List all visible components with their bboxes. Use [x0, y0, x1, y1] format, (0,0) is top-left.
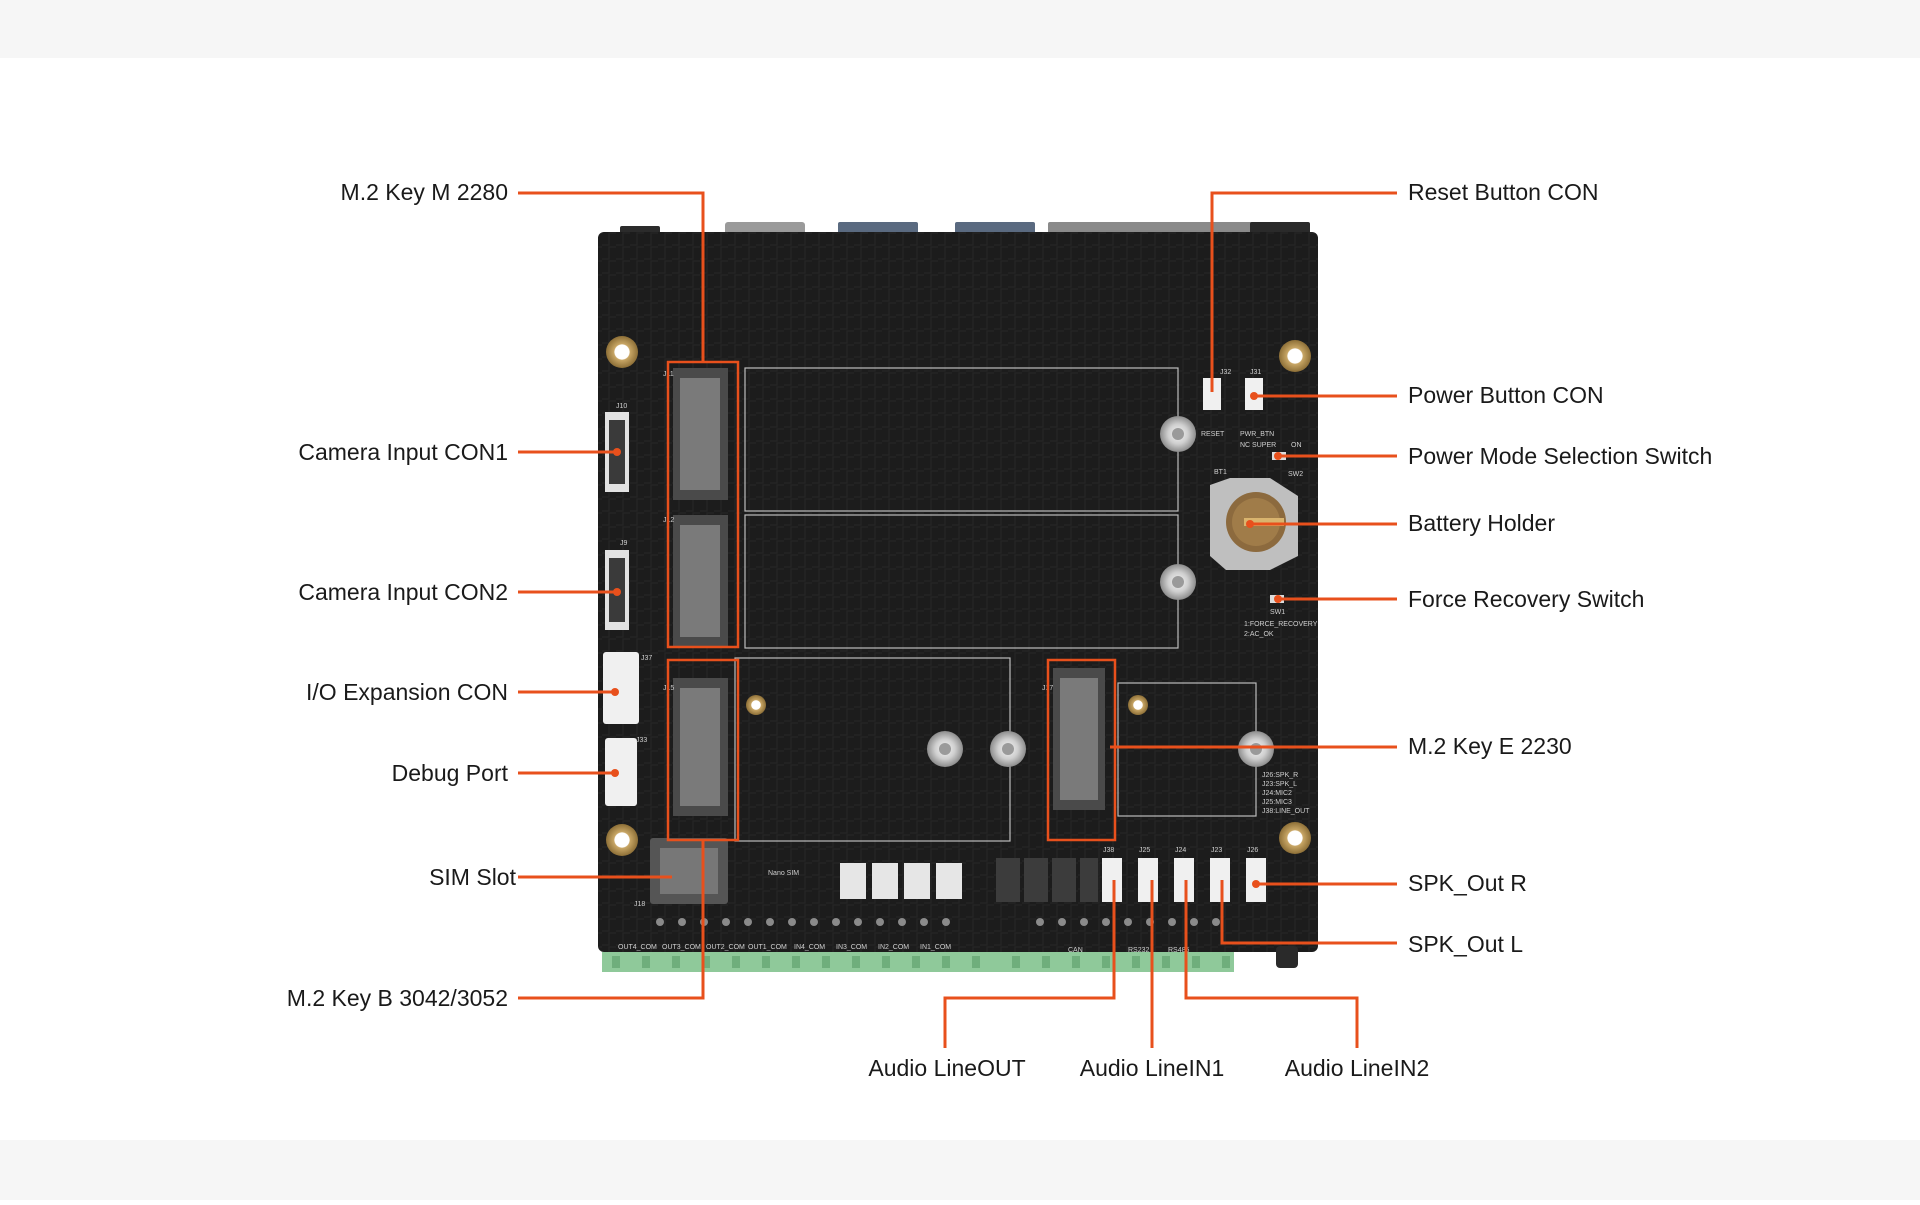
highlight-m2-key-e	[1046, 658, 1117, 842]
label-reset-button: Reset Button CON	[1408, 179, 1598, 205]
silk-j10: J10	[616, 403, 627, 410]
silk-pwr-btn: PWR_BTN	[1240, 431, 1274, 438]
silk-j23: J23	[1211, 847, 1222, 854]
leader-audio-linein2	[1184, 880, 1359, 1048]
silk-j9: J9	[620, 540, 628, 547]
silk-terminal-4: IN4_COM	[794, 944, 825, 951]
silk-audio-map-4: J38:LINE_OUT	[1262, 808, 1310, 815]
silk-rs232: RS232	[1128, 947, 1150, 954]
label-sim-slot: SIM Slot	[429, 864, 517, 890]
m2-key-e-socket	[1053, 668, 1105, 810]
label-debug-port: Debug Port	[392, 760, 509, 786]
silk-on: ON	[1291, 442, 1302, 449]
audio-header-j24	[1174, 858, 1194, 902]
top-band	[0, 0, 1920, 58]
leader-m2-key-b	[518, 840, 705, 1000]
audio-jack	[1276, 946, 1298, 968]
silk-nano-sim: Nano SIM	[768, 870, 799, 877]
silk-audio-map-0: J26:SPK_R	[1262, 772, 1298, 779]
silk-audio-map-3: J25:MIC3	[1262, 799, 1292, 806]
silk-j26: J26	[1247, 847, 1258, 854]
label-audio-lineout: Audio LineOUT	[868, 1055, 1025, 1081]
audio-header-j25	[1138, 858, 1158, 902]
leader-lines	[518, 191, 1397, 1048]
io-expansion-connector	[603, 652, 639, 724]
label-camera-con2: Camera Input CON2	[298, 579, 508, 605]
chip	[996, 858, 1020, 902]
silk-nc-super: NC SUPER	[1240, 442, 1276, 449]
leader-audio-lineout	[943, 880, 1116, 1048]
silk-bt1: BT1	[1214, 469, 1227, 476]
label-spk-out-r: SPK_Out R	[1408, 870, 1527, 896]
silk-terminal-0: OUT4_COM	[618, 944, 657, 951]
silk-terminal-5: IN3_COM	[836, 944, 867, 951]
label-audio-linein1: Audio LineIN1	[1080, 1055, 1225, 1081]
bottom-band	[0, 1140, 1920, 1200]
debug-connector	[605, 738, 637, 806]
silk-j18: J18	[634, 901, 645, 908]
silk-j33: J33	[636, 737, 647, 744]
silk-sw1: SW1	[1270, 609, 1285, 616]
label-m2-key-b: M.2 Key B 3042/3052	[287, 985, 508, 1011]
screw-pad	[746, 695, 766, 715]
label-audio-linein2: Audio LineIN2	[1285, 1055, 1430, 1081]
silk-force-recovery: 1:FORCE_RECOVERY	[1244, 621, 1318, 628]
leader-m2-key-m	[518, 191, 705, 362]
label-power-button: Power Button CON	[1408, 382, 1604, 408]
silk-audio-map-1: J23:SPK_L	[1262, 781, 1297, 788]
m2-key-b-socket	[673, 678, 728, 816]
reset-header	[1203, 378, 1221, 410]
mounting-hole	[1279, 822, 1311, 854]
relay	[872, 863, 898, 899]
silk-j37: J37	[641, 655, 652, 662]
chip	[1080, 858, 1098, 902]
silk-audio-map-2: J24:MIC2	[1262, 790, 1292, 797]
screw-pad	[1128, 695, 1148, 715]
silk-j38: J38	[1103, 847, 1114, 854]
leader-spk-out-l	[1220, 880, 1397, 945]
pcb-board: J10 J9 J37 J33 J18 J11 J12 J15 J17 J32 J…	[598, 222, 1318, 972]
label-m2-key-e: M.2 Key E 2230	[1408, 733, 1572, 759]
audio-header-j38	[1102, 858, 1122, 902]
silk-j25: J25	[1139, 847, 1150, 854]
chip	[1052, 858, 1076, 902]
silk-ac-ok: 2:AC_OK	[1244, 631, 1274, 638]
relay	[840, 863, 866, 899]
silk-terminal-6: IN2_COM	[878, 944, 909, 951]
label-io-expansion: I/O Expansion CON	[306, 679, 508, 705]
silk-terminal-7: IN1_COM	[920, 944, 951, 951]
silk-terminal-1: OUT3_COM	[662, 944, 701, 951]
label-battery-holder: Battery Holder	[1408, 510, 1555, 536]
silk-j24: J24	[1175, 847, 1186, 854]
leader-reset-button	[1210, 191, 1397, 392]
silk-reset: RESET	[1201, 431, 1225, 438]
silk-terminal-3: OUT1_COM	[748, 944, 787, 951]
label-spk-out-l: SPK_Out L	[1408, 931, 1523, 957]
mounting-hole	[1279, 340, 1311, 372]
relay	[904, 863, 930, 899]
label-m2-key-m: M.2 Key M 2280	[341, 179, 508, 205]
mounting-hole	[606, 336, 638, 368]
silk-terminal-2: OUT2_COM	[706, 944, 745, 951]
label-power-mode: Power Mode Selection Switch	[1408, 443, 1712, 469]
label-camera-con1: Camera Input CON1	[298, 439, 508, 465]
silk-can: CAN	[1068, 947, 1083, 954]
mounting-hole	[606, 824, 638, 856]
audio-header-j23	[1210, 858, 1230, 902]
silk-j32: J32	[1220, 369, 1231, 376]
chip	[1024, 858, 1048, 902]
label-force-recovery: Force Recovery Switch	[1408, 586, 1644, 612]
m2-key-m-socket	[673, 368, 728, 647]
silk-j31: J31	[1250, 369, 1261, 376]
silk-rs485: RS485	[1168, 947, 1190, 954]
relay	[936, 863, 962, 899]
silk-sw2: SW2	[1288, 471, 1303, 478]
